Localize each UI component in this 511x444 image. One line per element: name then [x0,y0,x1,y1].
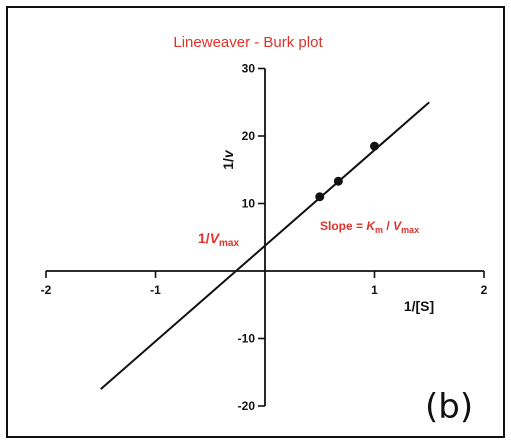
chart-title: Lineweaver - Burk plot [173,34,323,51]
axes [46,68,484,406]
slope-sep: / [383,219,393,233]
data-point [333,176,343,186]
y-axis-title: 1/v [220,149,236,170]
chart-frame [6,6,505,438]
panel-label: (b) [425,387,473,427]
x-tick-label: -1 [150,283,161,297]
slope-k-sub: m [375,225,383,235]
x-tick-label: 1 [371,283,378,297]
data-point [370,141,379,151]
y-tick-label: 20 [242,129,256,143]
data-point [315,192,325,202]
tick-labels: -2 -1 1 2 -20 -10 10 20 30 [41,62,488,414]
data-points [315,141,379,202]
slope-k: K [366,219,376,233]
intercept-prefix: 1/ [198,230,210,246]
x-tick-label: 2 [481,283,488,297]
y-axis-title-prefix: 1/ [220,158,236,170]
y-tick-label: -20 [238,399,256,413]
y-axis-title-variable: v [220,149,236,158]
axis-ticks [45,67,485,407]
x-tick-label: -2 [41,283,52,297]
slope-v: V [393,219,402,233]
slope-annotation: Slope = Km / Vmax [320,219,419,235]
x-axis-title: 1/[S] [404,298,434,314]
y-tick-label: 10 [242,197,256,211]
slope-v-sub: max [401,225,419,235]
y-tick-label: -10 [238,332,256,346]
intercept-annotation: 1/Vmax [198,230,239,249]
intercept-v-sub: max [219,238,239,249]
intercept-v: V [210,230,221,246]
slope-prefix: Slope = [320,219,366,233]
y-tick-label: 30 [242,62,256,76]
